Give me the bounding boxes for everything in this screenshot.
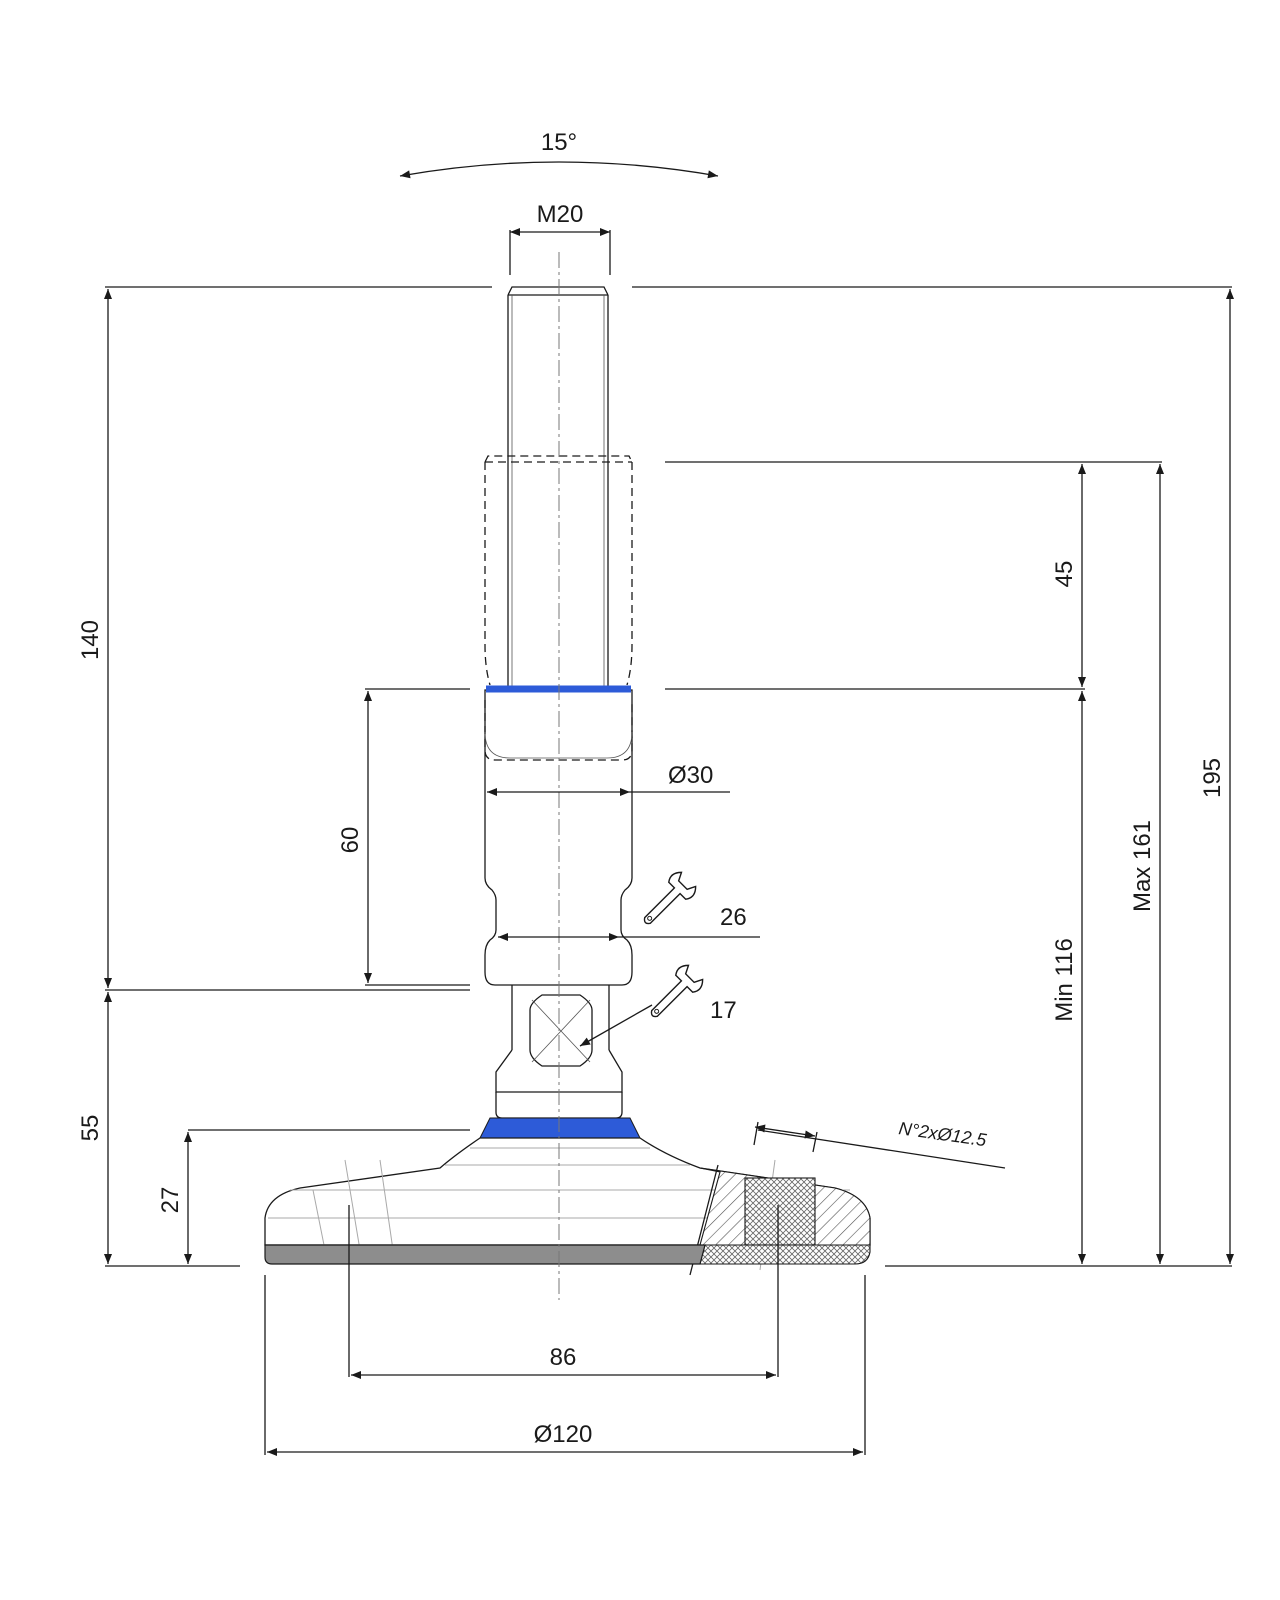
base-height-label: 55 xyxy=(77,1115,104,1142)
body-diameter-label: Ø30 xyxy=(668,762,713,789)
blue-seal xyxy=(479,1117,641,1139)
mounting-holes-label: N°2xØ12.5 xyxy=(897,1118,988,1150)
threaded-stem xyxy=(507,286,609,690)
wrench-icon xyxy=(643,871,697,925)
wrench-large-label: 26 xyxy=(720,904,747,931)
tilt-angle-label: 15° xyxy=(541,129,577,156)
height-min-label: Min 116 xyxy=(1051,938,1078,1022)
wrench-small-label: 17 xyxy=(710,997,737,1024)
hole-spacing-label: 86 xyxy=(550,1344,577,1371)
adjust-range-label: 45 xyxy=(1051,561,1078,588)
height-max-label: Max 161 xyxy=(1129,820,1156,912)
leveling-foot-part xyxy=(264,252,871,1300)
wrench-icon xyxy=(650,964,704,1018)
body-height-label: 60 xyxy=(337,827,364,854)
rubber-sole xyxy=(264,1244,706,1265)
base-diameter-label: Ø120 xyxy=(534,1421,593,1448)
plate-height-label: 27 xyxy=(157,1187,184,1214)
stem-length-label: 140 xyxy=(77,620,104,660)
section-view xyxy=(689,1164,871,1276)
dimension-lines xyxy=(104,161,1234,1456)
thread-label: M20 xyxy=(537,201,584,228)
total-height-label: 195 xyxy=(1199,758,1226,798)
